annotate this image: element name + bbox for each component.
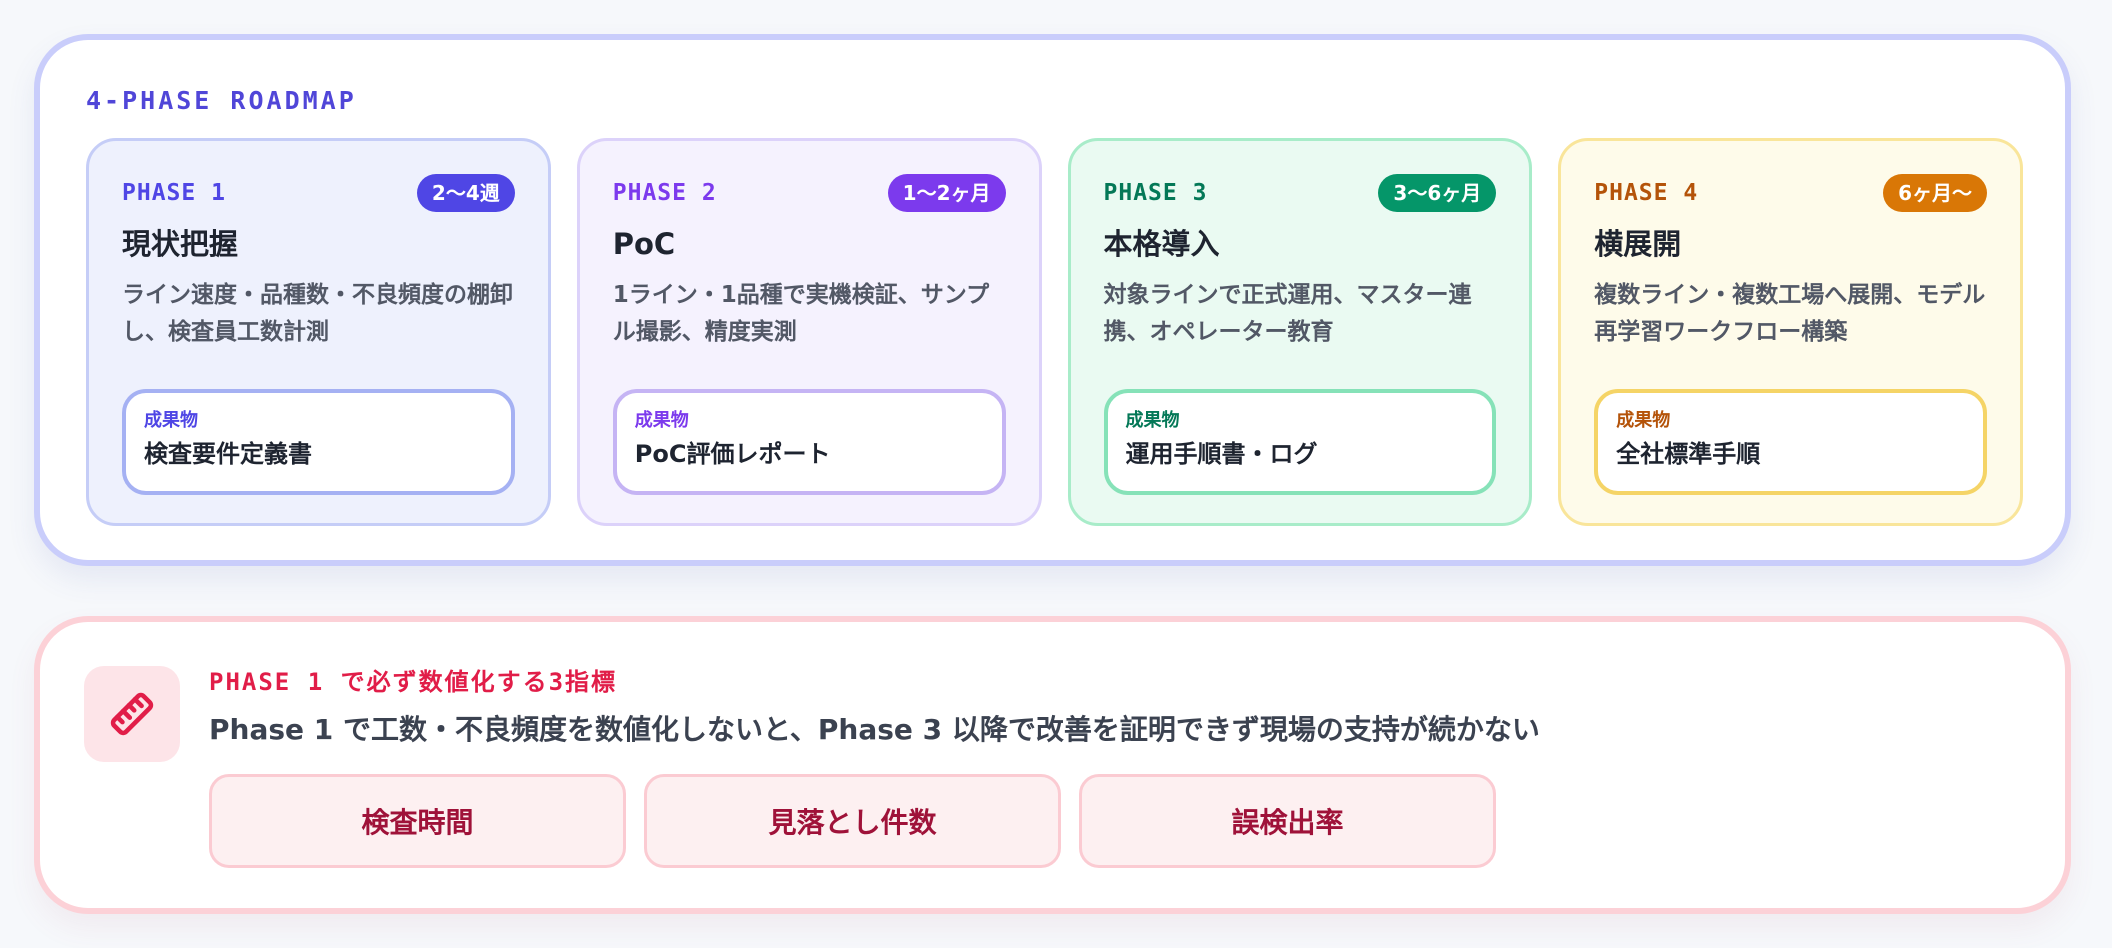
roadmap-panel: 4-PHASE ROADMAP PHASE 1 2〜4週 現状把握 ライン速度・…: [34, 34, 2071, 566]
duration-badge: 6ヶ月〜: [1883, 174, 1987, 212]
deliverable-label: 成果物: [634, 410, 689, 431]
deliverable-label: 成果物: [1616, 410, 1671, 431]
metric-item: 見落とし件数: [644, 774, 1061, 868]
metric-item: 検査時間: [209, 774, 626, 868]
phase-header: PHASE 4 6ヶ月〜: [1594, 173, 1987, 213]
phase-description: 1ライン・1品種で実機検証、サンプル撮影、精度実測: [612, 281, 990, 346]
phase-title: 本格導入: [1103, 227, 1220, 261]
metrics-panel: PHASE 1 で必ず数値化する3指標 Phase 1 で工数・不良頻度を数値化…: [34, 616, 2071, 914]
ruler-icon: [84, 666, 180, 762]
phase-title: PoC: [612, 227, 676, 261]
phase-description: ライン速度・品種数・不良頻度の棚卸し、検査員工数計測: [122, 281, 513, 346]
phase-label: PHASE 1: [122, 179, 226, 206]
deliverable-value: PoC評価レポート: [634, 440, 831, 468]
metric-list: 検査時間 見落とし件数 誤検出率: [209, 774, 1496, 868]
phase-card-4: PHASE 4 6ヶ月〜 横展開 複数ライン・複数工場へ展開、モデル再学習ワーク…: [1558, 138, 2023, 526]
deliverable-value: 全社標準手順: [1616, 440, 1761, 468]
phase-header: PHASE 1 2〜4週: [122, 173, 515, 213]
deliverable-box: 成果物 PoC評価レポート: [612, 389, 1006, 495]
deliverable-value: 検査要件定義書: [144, 440, 312, 468]
deliverable-label: 成果物: [1125, 410, 1180, 431]
phase-description: 対象ラインで正式運用、マスター連携、オペレーター教育: [1103, 281, 1472, 346]
phase-card-3: PHASE 3 3〜6ヶ月 本格導入 対象ラインで正式運用、マスター連携、オペレ…: [1067, 138, 1533, 526]
phase-label: PHASE 2: [612, 179, 717, 206]
metrics-title: PHASE 1 で必ず数値化する3指標: [209, 668, 618, 696]
phase-title: 現状把握: [122, 227, 239, 261]
deliverable-box: 成果物 全社標準手順: [1594, 389, 1987, 495]
deliverable-value: 運用手順書・ログ: [1125, 440, 1318, 468]
phase-card-2: PHASE 2 1〜2ヶ月 PoC 1ライン・1品種で実機検証、サンプル撮影、精…: [576, 138, 1042, 526]
phase-label: PHASE 3: [1103, 179, 1208, 206]
metric-item: 誤検出率: [1079, 774, 1496, 868]
metrics-description: Phase 1 で工数・不良頻度を数値化しないと、Phase 3 以降で改善を証…: [209, 713, 1540, 746]
duration-badge: 1〜2ヶ月: [887, 174, 1006, 212]
phase-header: PHASE 2 1〜2ヶ月: [613, 173, 1006, 213]
roadmap-title: 4-PHASE ROADMAP: [86, 86, 357, 115]
duration-badge: 3〜6ヶ月: [1378, 174, 1497, 212]
phase-label: PHASE 4: [1594, 179, 1699, 206]
phase-description: 複数ライン・複数工場へ展開、モデル再学習ワークフロー構築: [1594, 281, 1986, 346]
phase-list: PHASE 1 2〜4週 現状把握 ライン速度・品種数・不良頻度の棚卸し、検査員…: [86, 138, 2023, 526]
phase-title: 横展開: [1594, 227, 1682, 261]
deliverable-label: 成果物: [144, 410, 198, 431]
duration-badge: 2〜4週: [416, 174, 515, 212]
phase-header: PHASE 3 3〜6ヶ月: [1104, 173, 1497, 213]
deliverable-box: 成果物 運用手順書・ログ: [1103, 389, 1497, 495]
phase-card-1: PHASE 1 2〜4週 現状把握 ライン速度・品種数・不良頻度の棚卸し、検査員…: [86, 138, 551, 526]
deliverable-box: 成果物 検査要件定義書: [122, 389, 515, 495]
